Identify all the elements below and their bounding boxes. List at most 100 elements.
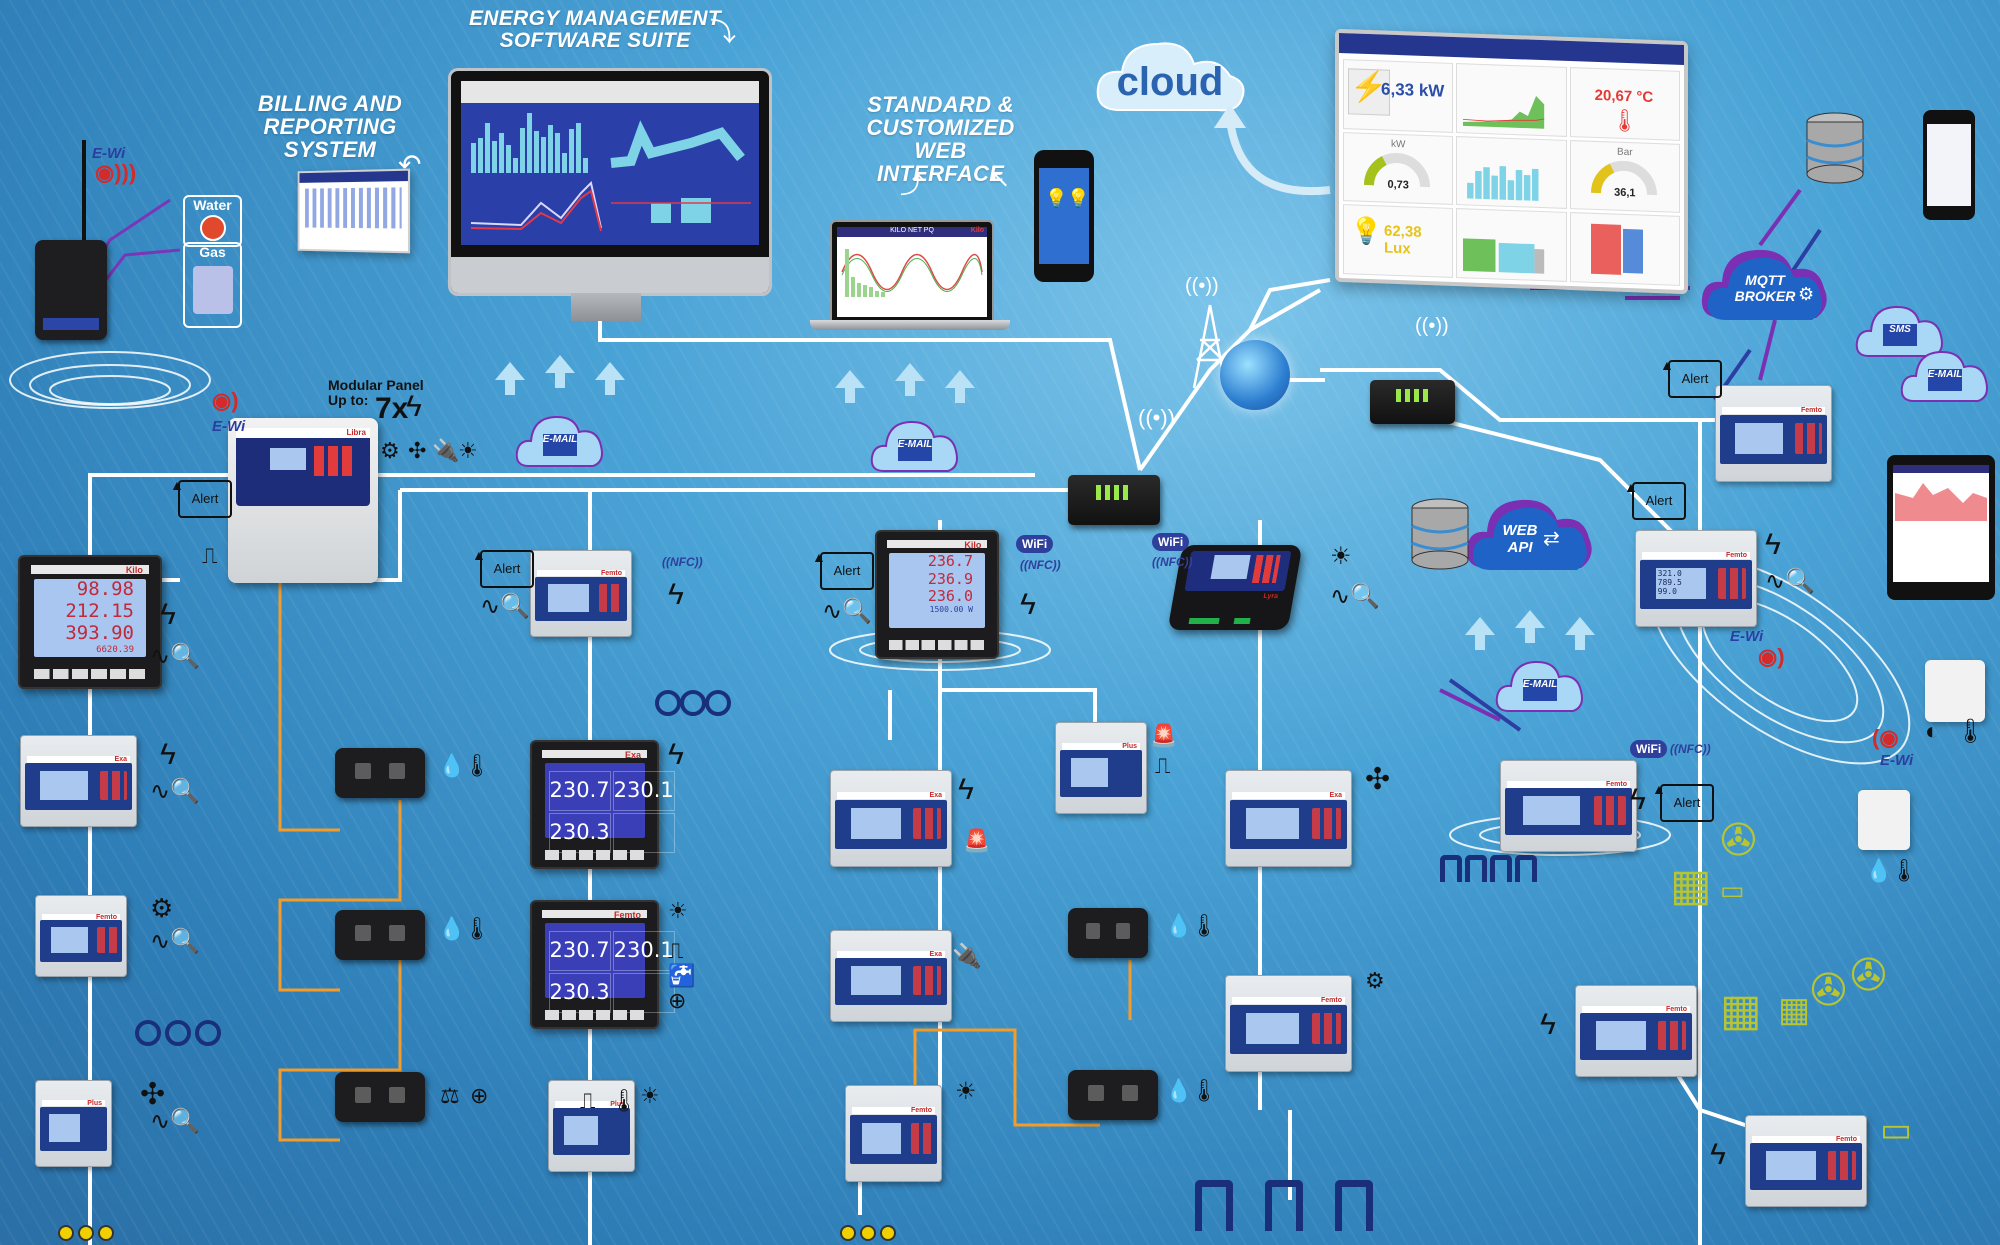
title-web-line2: CUSTOMIZED [866, 115, 1015, 141]
harmonics-chart [841, 249, 983, 297]
humidity-icon: 💧 [1165, 1078, 1193, 1103]
laptop-base [810, 320, 1010, 330]
title-web-interface: STANDARD & CUSTOMIZED WEB INTERFACE [848, 93, 1033, 185]
pulse-switch-icon: ⎍ [202, 543, 218, 568]
nfc-label: NFC [1678, 742, 1703, 756]
modular-panel-count: 7x [375, 392, 409, 425]
router-center [1068, 475, 1160, 525]
alert-badge: Alert [170, 468, 232, 518]
din-meter-femto-dc: Femto [530, 550, 632, 637]
analyzer-magnifier-icon: ∿🔍 [150, 778, 200, 805]
fan-icon: ✣ [140, 1078, 166, 1111]
laptop-app-title: KILO NET PQ [890, 227, 934, 234]
pulse-sensor-2 [335, 910, 425, 960]
analyzer-magnifier-icon: ∿🔍 [150, 1108, 200, 1135]
current-transformer-icon [195, 1020, 221, 1046]
reading-3: 236.0 [927, 586, 973, 605]
meter-brand: Femto [1232, 996, 1345, 1005]
mqtt-label-line1: MQTT [1745, 272, 1785, 288]
valve-icon: ⊕ [668, 988, 687, 1013]
nfc-badge: ((NFC)) [1020, 558, 1061, 572]
web-api-label-line2: API [1507, 539, 1533, 556]
cloud-database-icon [1805, 112, 1865, 184]
thermometer-icon: 🌡 [1890, 858, 1918, 883]
curved-arrow-to-cloud-icon [1214, 104, 1331, 196]
laptop: KILO NET PQ Kilo [830, 220, 994, 324]
wireless-signal-icon: ((•)) [1138, 405, 1176, 430]
cloud-label: cloud [1116, 60, 1224, 104]
lightbulb-icon: ☀ [458, 438, 478, 463]
curved-arrow-icon: ↖ [990, 166, 1011, 193]
current-transformer-icon [705, 690, 731, 716]
exchange-arrows-icon: ⇄ [1543, 528, 1560, 550]
widget-energy-area [1456, 208, 1567, 282]
lightning-icon: ϟ [406, 390, 422, 423]
lightning-icon: ϟ [1020, 588, 1036, 621]
reading-2: 230.1 [612, 931, 675, 972]
smartphone: 💡 💡 [1034, 150, 1094, 282]
light-sensor-icon: ◐ [1925, 718, 1940, 745]
thermometer-icon: 🌡 [1955, 718, 1986, 745]
arrow-up-icon [895, 363, 925, 396]
water-meter-icon [199, 215, 226, 241]
gauge-pressure-value: 36,1 [1614, 186, 1636, 199]
sms-label: SMS [1889, 324, 1911, 335]
meter-brand: Exa [837, 791, 945, 800]
water-label: Water [193, 197, 232, 213]
power-gauge [1364, 152, 1430, 187]
meter-brand: Femto [852, 1106, 935, 1115]
nfc-badge: ((NFC)) [1670, 742, 1711, 756]
nfc-badge: ((NFC)) [662, 555, 703, 569]
email-cloud-right-lower: E-MAIL [1495, 655, 1585, 715]
water-meter: Water [183, 195, 242, 247]
arrow-up-icon [1565, 617, 1595, 650]
current-transformer-icon [165, 1020, 191, 1046]
din-meter-exa-center: Exa [830, 770, 952, 867]
thermometer-icon: 🌡 [1190, 1078, 1218, 1103]
wind-turbine-icon: ✇ [1810, 966, 1847, 1015]
scale-icon: ⚖ [440, 1083, 460, 1108]
database-icon [1410, 498, 1470, 570]
reading-1: 230.7 [548, 771, 611, 812]
reading-2: 789.5 [1657, 578, 1682, 588]
nfc-label: NFC [670, 555, 695, 569]
terminal-icon [78, 1225, 94, 1241]
pulse-sensor-3 [335, 1072, 425, 1122]
software-charts [470, 113, 751, 232]
kilo-brand: Kilo [31, 564, 149, 575]
rogowski-coil-icon [1265, 1180, 1303, 1231]
wireless-signal-icon: ((•)) [1415, 315, 1449, 337]
din-meter-exa-right: Exa [1225, 770, 1352, 867]
email-cloud-center: E-MAIL [870, 415, 960, 475]
bulb-on-icon: 💡 [1067, 188, 1090, 208]
title-billing-line3: SYSTEM [283, 137, 377, 163]
din-meter-femto-wifi: Femto [1500, 760, 1637, 852]
e-wi-signal-icon: (◉ [1872, 725, 1899, 750]
temperature-value: 20,67 °C [1594, 86, 1654, 106]
din-meter-femto-renewable: Femto [1575, 985, 1697, 1077]
meter-keys [544, 849, 645, 860]
lightning-icon: ϟ [958, 773, 974, 806]
valve-icon: ⊕ [470, 1083, 489, 1108]
widget-plant-schematic [1569, 212, 1680, 286]
reading-2: 212.15 [65, 599, 134, 622]
alert-badge: Alert [1652, 772, 1714, 822]
meter-brand: Femto [537, 569, 625, 577]
title-web-line3: WEB INTERFACE [876, 138, 1005, 187]
meter-brand: Exa [27, 755, 130, 763]
nfc-label: NFC [1160, 555, 1185, 569]
rogowski-coil-icon [1195, 1180, 1233, 1231]
libra-modular-panel: Libra [228, 418, 378, 583]
meter-brand: Plus [42, 1099, 105, 1107]
din-meter-femto: Femto [35, 895, 127, 977]
wifi-badge: WiFi [1016, 535, 1054, 553]
title-billing-line2: REPORTING [263, 114, 397, 140]
meter-brand: Femto [1722, 406, 1825, 415]
title-billing-line1: BILLING AND [257, 91, 403, 116]
alert-badge: Alert [1660, 348, 1722, 398]
analyzer-magnifier-icon: ∿🔍 [150, 643, 200, 670]
power-value: 6,33 kW [1381, 79, 1445, 101]
widget-power: ⚡ 6,33 kW [1343, 59, 1454, 133]
email-label: E-MAIL [1522, 679, 1558, 690]
reading-unit: W [968, 605, 973, 614]
